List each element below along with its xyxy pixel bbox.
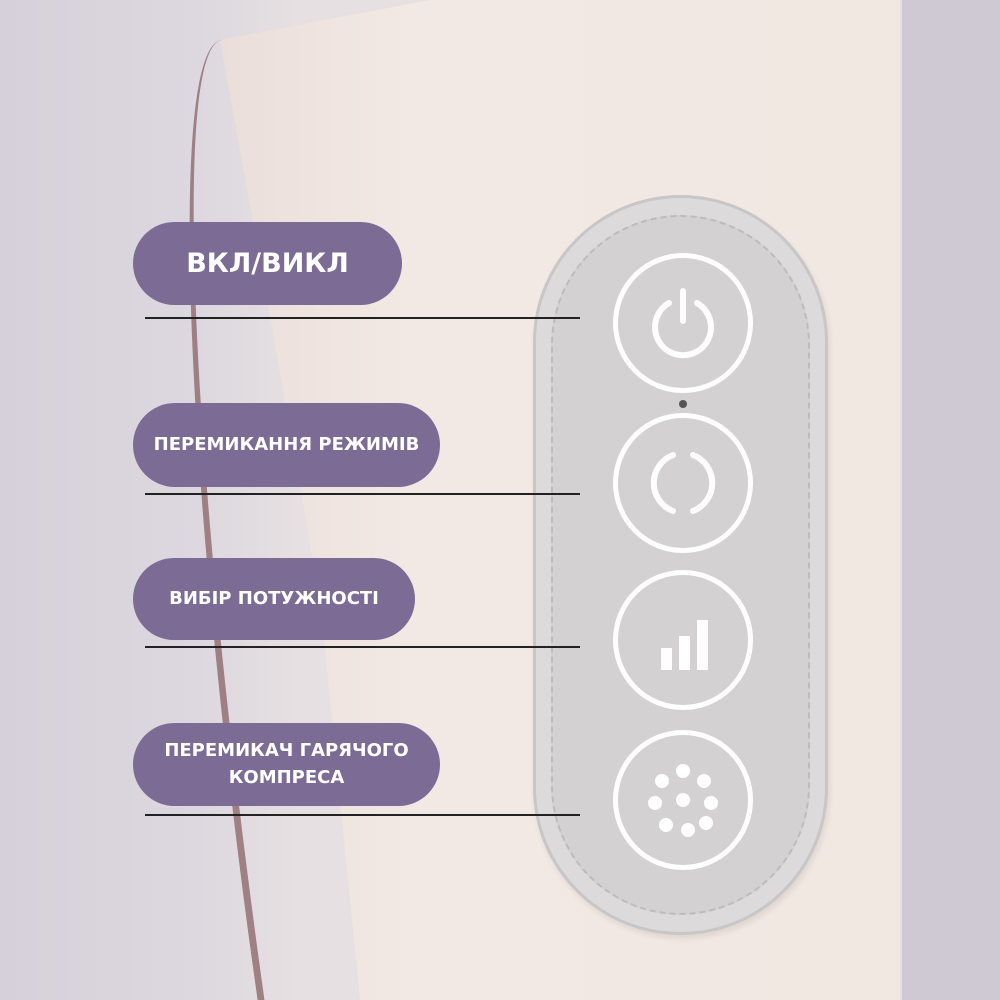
leader-line-mode xyxy=(145,493,580,495)
intensity-button[interactable] xyxy=(613,570,753,710)
background-strip xyxy=(902,0,1000,1000)
heat-dots-icon xyxy=(648,764,718,837)
leader-line-heat xyxy=(145,814,580,816)
label-power: ВКЛ/ВИКЛ xyxy=(133,222,402,305)
heat-button[interactable] xyxy=(613,730,753,870)
indicator-dot xyxy=(679,400,687,408)
leader-line-intensity xyxy=(145,646,580,648)
power-button[interactable] xyxy=(613,253,753,393)
mode-button[interactable] xyxy=(613,413,753,553)
mode-cycle-icon xyxy=(650,452,716,514)
leader-line-power xyxy=(145,317,580,319)
power-icon xyxy=(652,288,714,359)
power-level-bars-icon xyxy=(661,620,708,670)
label-mode: ПЕРЕМИКАННЯ РЕЖИМІВ xyxy=(133,403,440,487)
label-heat: ПЕРЕМИКАЧ ГАРЯЧОГО КОМПРЕСА xyxy=(133,723,440,806)
control-panel xyxy=(533,195,828,935)
label-intensity: ВИБІР ПОТУЖНОСТІ xyxy=(133,558,415,640)
